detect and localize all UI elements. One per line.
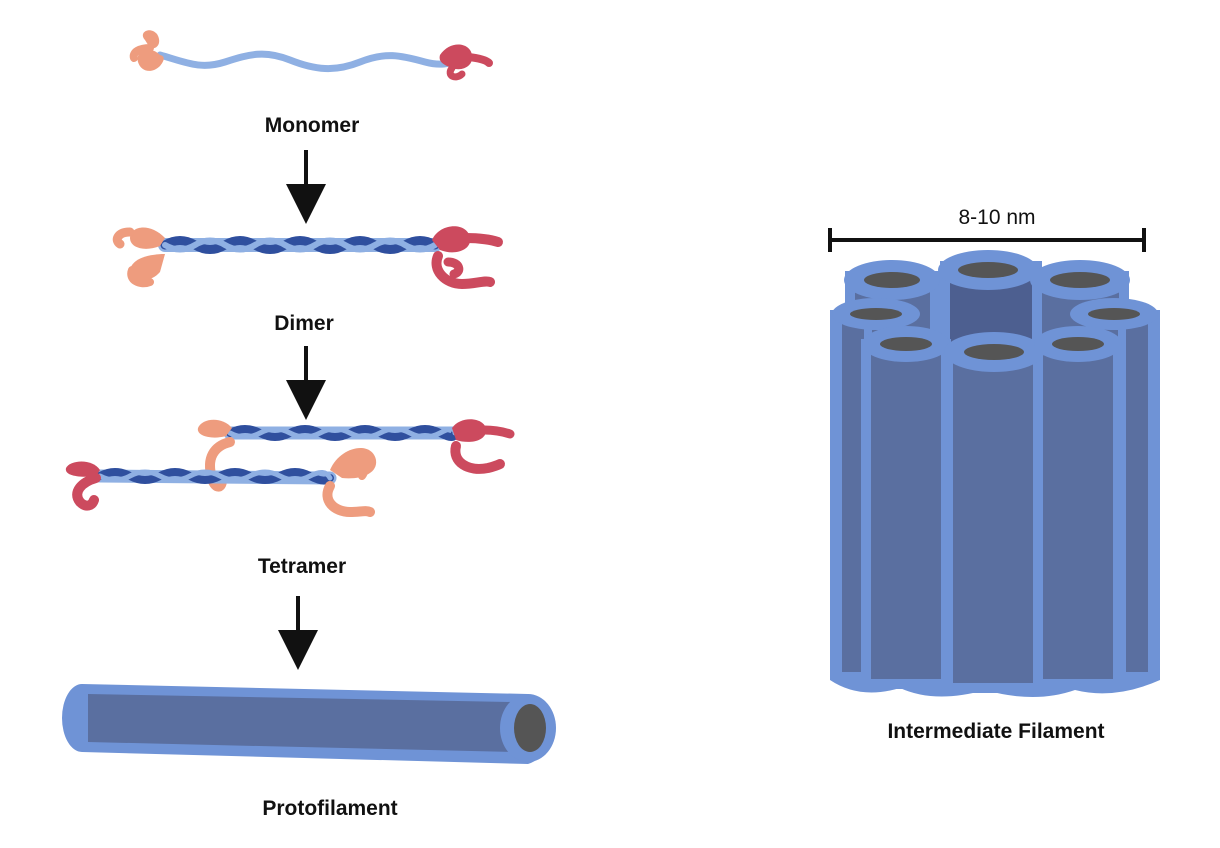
protofilament-label: Protofilament [262, 797, 397, 820]
width-label: 8-10 nm [958, 206, 1035, 229]
tetramer-graphic [65, 419, 515, 518]
protofilament-graphic [62, 684, 556, 764]
intermediate-filament-label: Intermediate Filament [887, 720, 1104, 743]
dimer-label: Dimer [274, 312, 334, 335]
width-scale-bar [828, 228, 1146, 252]
intermediate-filament-graphic [830, 250, 1160, 697]
tetramer-label: Tetramer [258, 555, 346, 578]
monomer-label: Monomer [265, 114, 360, 137]
monomer-graphic [129, 30, 493, 81]
dimer-graphic [112, 226, 503, 290]
